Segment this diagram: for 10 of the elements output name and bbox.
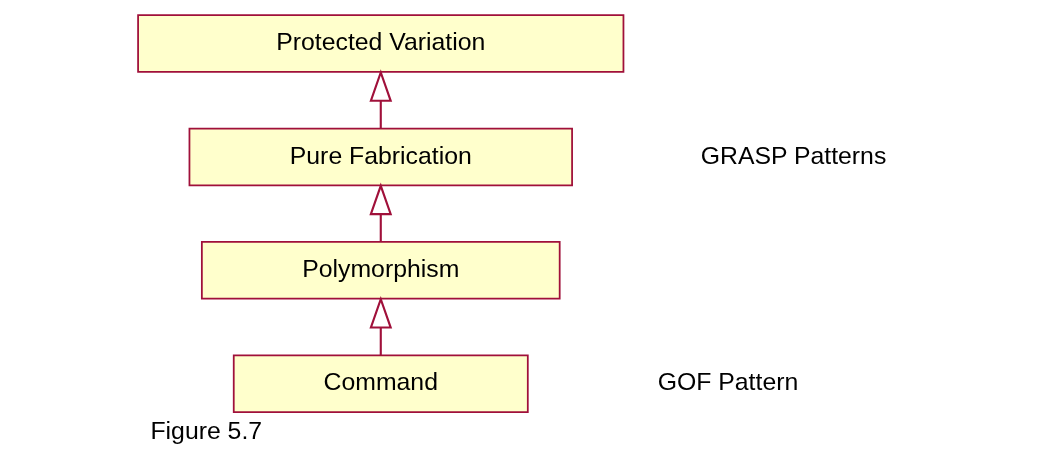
arrow (369, 182, 393, 242)
arrow (369, 69, 393, 129)
node-box: Pure Fabrication (188, 127, 573, 187)
node-box: Polymorphism (200, 241, 561, 300)
node-box: Protected Variation (137, 14, 625, 73)
label: GRASP Patterns (700, 141, 887, 169)
caption: Figure 5.7 (150, 416, 263, 444)
label: GOF Pattern (657, 368, 799, 396)
node-box: Command (232, 354, 529, 413)
arrow (369, 295, 393, 356)
